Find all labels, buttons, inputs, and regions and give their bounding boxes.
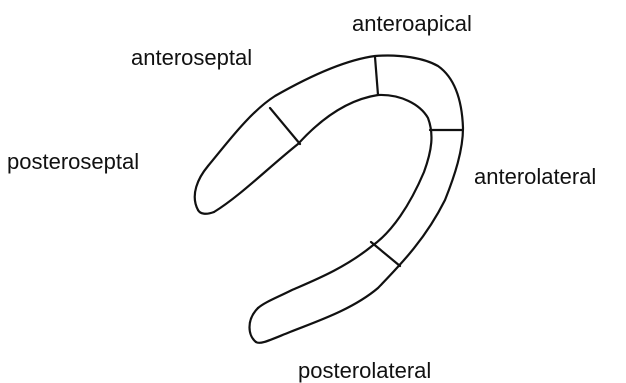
label-posteroseptal: posteroseptal: [7, 151, 139, 173]
boundary-anterolateral-posterolateral: [371, 242, 400, 266]
wall-inner-contour: [214, 95, 431, 308]
wall-septal-cap: [198, 210, 214, 214]
label-anterolateral: anterolateral: [474, 166, 596, 188]
wall-outer-contour: [195, 55, 463, 342]
boundary-anteroseptal-anteroapical: [375, 57, 378, 95]
boundary-posteroseptal-anteroseptal: [270, 108, 300, 144]
label-anteroseptal: anteroseptal: [131, 47, 252, 69]
label-posterolateral: posterolateral: [298, 360, 431, 382]
label-anteroapical: anteroapical: [352, 13, 472, 35]
wall-lateral-cap: [250, 308, 259, 342]
